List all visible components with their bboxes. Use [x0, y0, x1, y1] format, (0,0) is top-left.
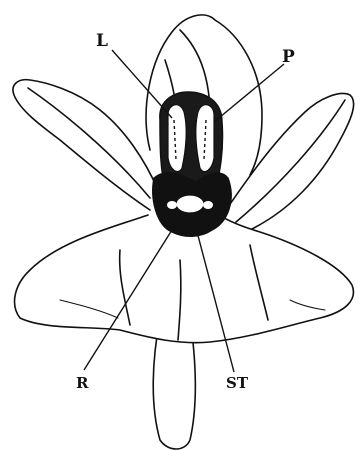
label-R: R: [76, 374, 89, 392]
column: [153, 92, 231, 236]
pollinium-left: [168, 105, 186, 172]
label-P: P: [282, 47, 295, 67]
bursicle-left: [167, 201, 177, 209]
label-L: L: [96, 31, 108, 51]
bursicle-right: [203, 201, 213, 209]
rostellum: [176, 195, 204, 213]
label-ST: ST: [226, 374, 249, 392]
left-petal: [13, 80, 158, 210]
